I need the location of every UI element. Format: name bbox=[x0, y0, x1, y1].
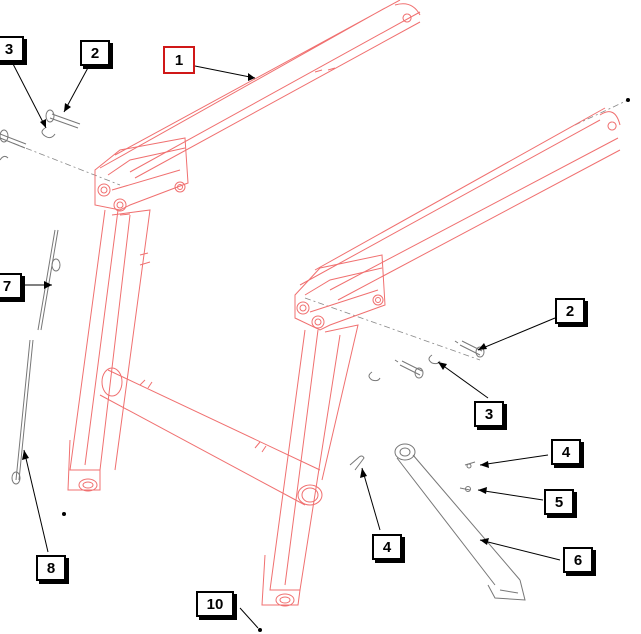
callout-part-7[interactable]: 7 bbox=[0, 273, 22, 299]
link-rod-part-upper[interactable] bbox=[37, 229, 61, 331]
callout-part-10[interactable]: 10 bbox=[196, 591, 234, 617]
callout-part-3-lower[interactable]: 3 bbox=[474, 401, 504, 427]
parking-stand-part[interactable] bbox=[394, 443, 526, 601]
callout-part-4-right[interactable]: 4 bbox=[551, 439, 581, 465]
callout-part-6[interactable]: 6 bbox=[563, 547, 593, 573]
hitch-pin-part[interactable] bbox=[349, 455, 476, 471]
grease-fitting-part[interactable] bbox=[62, 98, 630, 632]
callout-part-2-upper[interactable]: 2 bbox=[80, 40, 110, 66]
callout-part-3-upper[interactable]: 3 bbox=[0, 36, 24, 62]
leader-lines bbox=[11, 61, 561, 629]
pin-axis-line-right bbox=[304, 297, 481, 361]
pin-part-upper[interactable] bbox=[0, 109, 81, 149]
pin-axis-line-left bbox=[0, 137, 121, 186]
pin-part-lower[interactable] bbox=[394, 340, 485, 379]
callout-part-5[interactable]: 5 bbox=[544, 489, 574, 515]
callout-part-4-left[interactable]: 4 bbox=[372, 534, 402, 560]
retaining-clip-part[interactable] bbox=[0, 127, 441, 382]
callout-part-1[interactable]: 1 bbox=[163, 46, 195, 74]
bolt-part[interactable] bbox=[459, 486, 471, 492]
link-rod-part-lower[interactable] bbox=[11, 339, 34, 485]
arm-axis-line-right bbox=[574, 99, 629, 126]
loader-frame-part[interactable] bbox=[67, 0, 621, 607]
callout-part-8[interactable]: 8 bbox=[36, 555, 66, 581]
callout-part-2-lower[interactable]: 2 bbox=[555, 298, 585, 324]
